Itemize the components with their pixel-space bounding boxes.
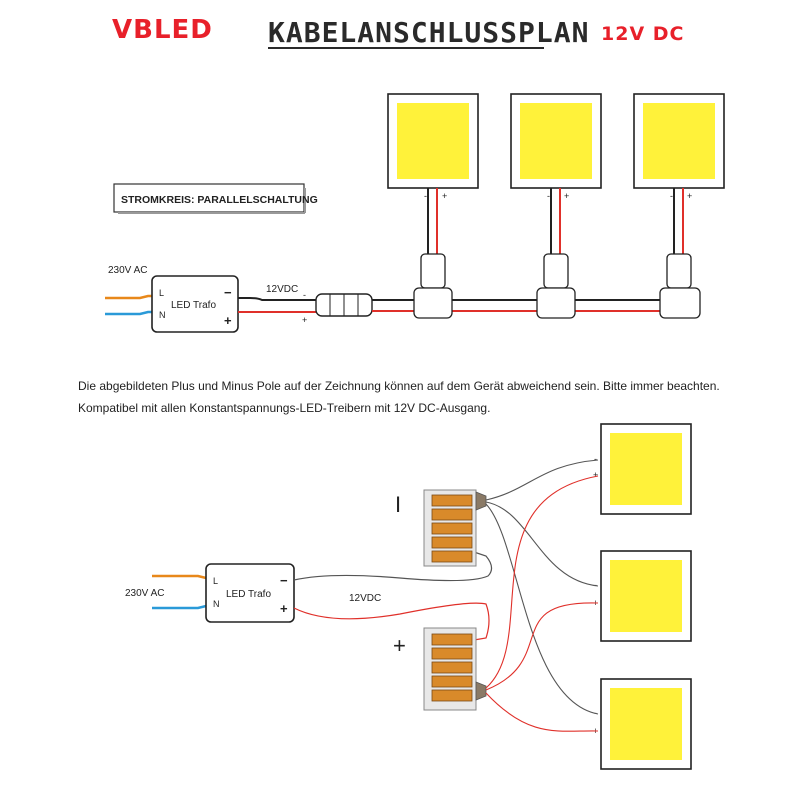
plus-wire-panel-3 xyxy=(485,692,599,732)
t-connector-2 xyxy=(536,253,576,319)
circuit-label-box: STROMKREIS: PARALLELSCHALTUNG xyxy=(113,183,318,214)
bottom-wire-l-orange xyxy=(152,574,212,580)
bottom-panel-2-minus-label: - xyxy=(594,580,597,590)
inline-connector xyxy=(315,293,373,317)
bottom-panel-1-plus-label: + xyxy=(593,470,598,480)
bottom-panel-1-minus-label: - xyxy=(594,454,597,464)
terminal-minus-symbol: I xyxy=(395,492,401,517)
minus-wire-panel-3 xyxy=(485,503,599,715)
panel-3-minus-label: - xyxy=(670,191,673,201)
note-polarity: Die abgebildeten Plus und Minus Pole auf… xyxy=(78,379,720,393)
dc-output-label: 12VDC xyxy=(266,284,298,295)
terminal-block-minus xyxy=(423,489,487,567)
brand-logo: VBLED xyxy=(112,15,213,45)
bottom-led-panel-3: - + xyxy=(593,678,692,770)
trafo-l-terminal: L xyxy=(159,288,164,298)
circuit-label: STROMKREIS: PARALLELSCHALTUNG xyxy=(121,194,318,206)
note-compatibility: Kompatibel mit allen Konstantspannungs-L… xyxy=(78,401,491,415)
trafo-plus-terminal: + xyxy=(224,313,232,328)
bottom-led-trafo: L N LED Trafo − + xyxy=(205,563,295,623)
bottom-trafo-plus-terminal: + xyxy=(280,601,288,616)
bottom-led-panel-1: - + xyxy=(593,423,692,515)
terminal-plus-symbol: + xyxy=(393,633,406,658)
bottom-led-panel-2: - + xyxy=(593,550,692,642)
dc-wire-minus xyxy=(238,297,318,301)
panel-3-plus-label: + xyxy=(687,191,692,201)
trafo-name: LED Trafo xyxy=(171,300,216,311)
bottom-dc-wire-plus xyxy=(293,602,490,641)
bottom-trafo-minus-terminal: − xyxy=(280,573,288,588)
terminal-block-plus xyxy=(423,627,487,711)
bottom-dc-wire-minus xyxy=(293,551,493,582)
voltage-label: 12V DC xyxy=(601,23,684,45)
ac-input-label: 230V AC xyxy=(108,265,147,276)
bottom-trafo-name: LED Trafo xyxy=(226,589,271,600)
bottom-dc-output-label: 12VDC xyxy=(349,593,381,604)
bottom-ac-input-label: 230V AC xyxy=(125,588,164,599)
dc-pole-minus-label: - xyxy=(303,290,306,300)
minus-wire-panel-1 xyxy=(485,459,599,501)
panel-1-plus-label: + xyxy=(442,191,447,201)
plus-wire-panel-2 xyxy=(485,602,599,691)
led-panel-2: - + xyxy=(510,93,602,201)
minus-wire-panel-2 xyxy=(485,501,599,587)
trafo-n-terminal: N xyxy=(159,310,166,320)
bottom-trafo-n-terminal: N xyxy=(213,599,220,609)
panel-2-minus-label: - xyxy=(547,191,550,201)
dc-pole-plus-label: + xyxy=(302,315,307,325)
led-panel-3: - + xyxy=(633,93,725,201)
bottom-wire-n-blue xyxy=(152,604,212,610)
page-title: KABELANSCHLUSSPLAN xyxy=(268,16,589,49)
panel-1-minus-label: - xyxy=(424,191,427,201)
bottom-trafo-l-terminal: L xyxy=(213,576,218,586)
led-trafo: L N LED Trafo − + xyxy=(151,275,239,333)
led-panel-1: - + xyxy=(387,93,479,201)
t-connector-3 xyxy=(659,253,701,319)
trafo-minus-terminal: − xyxy=(224,285,232,300)
plus-wire-panel-1 xyxy=(485,475,599,689)
panel-2-plus-label: + xyxy=(564,191,569,201)
t-connector-1 xyxy=(413,253,453,319)
